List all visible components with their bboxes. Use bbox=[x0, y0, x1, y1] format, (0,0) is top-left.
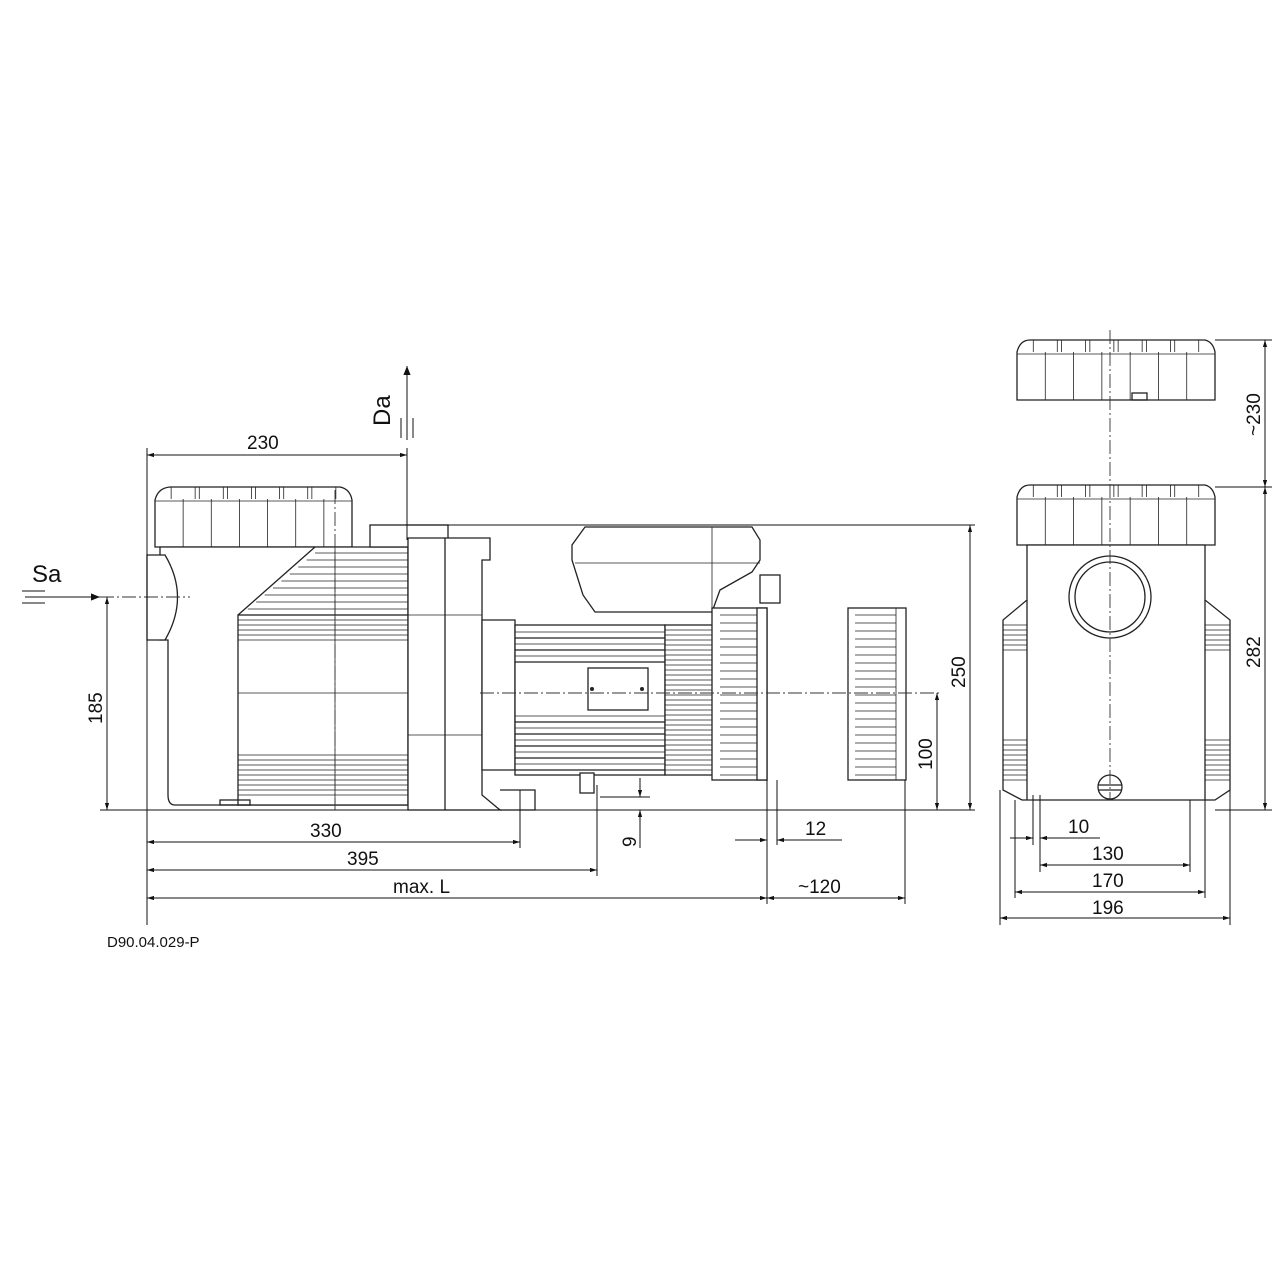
dim-250: 250 bbox=[949, 656, 970, 688]
cable-gland bbox=[759, 574, 781, 604]
drawing-code: D90.04.029-P bbox=[107, 934, 200, 951]
fan-cover bbox=[711, 607, 768, 781]
fan-cover-removed bbox=[847, 607, 907, 781]
dim-9: 9 bbox=[620, 836, 641, 847]
strainer-lid bbox=[154, 486, 353, 548]
lid-mounted bbox=[1016, 484, 1216, 546]
dim-196: 196 bbox=[1092, 898, 1124, 919]
dim-120: ~120 bbox=[798, 877, 841, 898]
lid-removed bbox=[1016, 339, 1216, 401]
dim-185: 185 bbox=[86, 692, 107, 724]
front-view: ~230 282 10 130 170 196 bbox=[999, 330, 1272, 925]
dim-100: 100 bbox=[916, 738, 937, 770]
discharge-label: Da bbox=[369, 395, 396, 426]
dim-max-l: max. L bbox=[393, 877, 450, 898]
dim-10: 10 bbox=[1068, 817, 1089, 838]
suction-port bbox=[146, 554, 179, 641]
pre-filter-housing bbox=[146, 524, 449, 806]
suction-label: Sa bbox=[32, 561, 62, 588]
dim-330: 330 bbox=[310, 821, 342, 842]
dim-230: 230 bbox=[247, 433, 279, 454]
dim-12: 12 bbox=[805, 819, 826, 840]
motor bbox=[514, 624, 714, 794]
housing-front bbox=[1002, 544, 1231, 801]
discharge-arrow: Da bbox=[369, 366, 414, 440]
dim-130: 130 bbox=[1092, 844, 1124, 865]
dim-170: 170 bbox=[1092, 871, 1124, 892]
nameplate bbox=[587, 667, 649, 711]
dim-230-approx: ~230 bbox=[1244, 393, 1265, 436]
terminal-box bbox=[571, 526, 781, 613]
suction-arrow: Sa bbox=[22, 561, 100, 604]
dim-395: 395 bbox=[347, 849, 379, 870]
side-view: Sa Da 230 185 250 100 330 395 max. L ~12… bbox=[22, 366, 975, 925]
dim-282: 282 bbox=[1244, 636, 1265, 668]
